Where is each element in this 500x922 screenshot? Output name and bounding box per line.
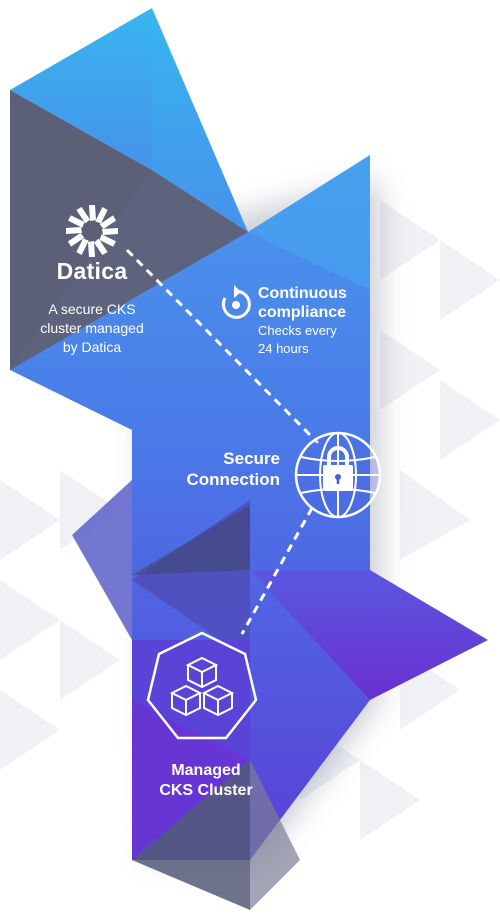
sky-triangles [10, 8, 370, 290]
datica-description: A secure CKS cluster managed by Datica [22, 300, 162, 357]
refresh-cycle-icon [221, 285, 251, 319]
datica-pinwheel-logo [66, 205, 118, 257]
globe-lock-icon [294, 431, 382, 519]
compliance-title: Continuous compliance [258, 284, 388, 322]
managed-cluster-label: Managed CKS Cluster [136, 761, 276, 801]
connection-lines [125, 248, 320, 635]
slate-panel [10, 90, 248, 370]
datica-brand-name: Datica [56, 258, 128, 284]
dashed-line-connection-to-cluster [240, 507, 314, 635]
secure-connection-line: Connection [186, 470, 281, 489]
secure-connection-line: Secure [223, 449, 280, 468]
managed-cluster-line: CKS Cluster [159, 782, 253, 799]
managed-cluster-line: Managed [171, 762, 241, 779]
compliance-subtitle-line: 24 hours [258, 341, 309, 356]
compliance-title-line: compliance [258, 304, 347, 321]
compliance-subtitle: Checks every 24 hours [258, 322, 368, 358]
description-line: by Datica [62, 339, 122, 355]
secure-connection-label: Secure Connection [150, 448, 281, 490]
compliance-subtitle-line: Checks every [258, 323, 337, 338]
violet-facets [72, 480, 488, 910]
dashed-line-datica-to-connection [125, 248, 320, 445]
compliance-title-line: Continuous [258, 285, 347, 302]
description-line: cluster managed [40, 320, 144, 336]
heptagon-cubes-icon [146, 631, 258, 740]
description-line: A secure CKS [48, 301, 136, 317]
